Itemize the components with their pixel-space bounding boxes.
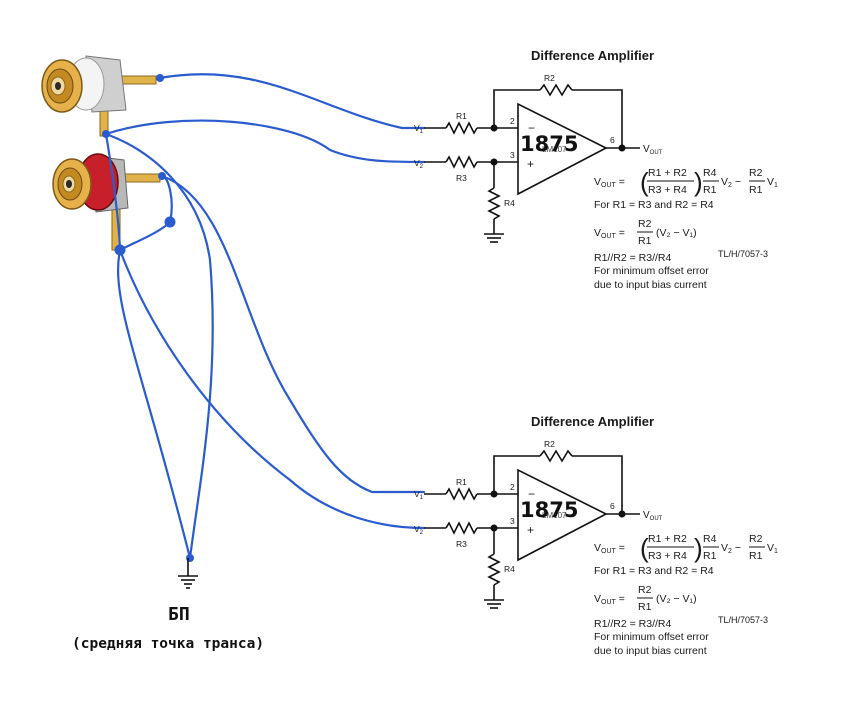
vout-label: VOUT bbox=[643, 510, 663, 522]
svg-text:R2: R2 bbox=[749, 167, 763, 179]
svg-text:V2 −: V2 − bbox=[721, 176, 741, 189]
condition-parallel: R1//R2 = R3//R4 bbox=[594, 252, 671, 264]
amp-title: Difference Amplifier bbox=[531, 414, 654, 429]
pin2-label: 2 bbox=[510, 482, 515, 492]
formula-vout-simplified: VOUT = R2 R1 (V₂ − V₁) bbox=[594, 584, 697, 613]
vout-label: VOUT bbox=[643, 144, 663, 156]
svg-text:R1: R1 bbox=[638, 601, 652, 613]
difference-amplifier-bottom: Difference Amplifier R2 V1 R1 2 V2 R3 3 … bbox=[414, 414, 778, 657]
svg-text:R1: R1 bbox=[749, 184, 763, 196]
svg-text:R4: R4 bbox=[703, 533, 717, 545]
chip-label: 1875 bbox=[520, 498, 578, 522]
chip-under-label: LM107 bbox=[542, 511, 567, 520]
svg-text:R1 + R2: R1 + R2 bbox=[648, 533, 687, 545]
v2-label: V2 bbox=[414, 524, 424, 536]
svg-text:VOUT =: VOUT = bbox=[594, 227, 625, 240]
reference-code: TL/H/7057-3 bbox=[718, 249, 768, 259]
condition-equal-resistors: For R1 = R3 and R2 = R4 bbox=[594, 199, 714, 211]
note-line-2: due to input bias current bbox=[594, 645, 707, 657]
amp-title: Difference Amplifier bbox=[531, 48, 654, 63]
svg-text:(: ( bbox=[640, 167, 649, 197]
svg-text:V1: V1 bbox=[767, 542, 778, 555]
condition-parallel: R1//R2 = R3//R4 bbox=[594, 618, 671, 630]
v1-label: V1 bbox=[414, 123, 424, 135]
note-line-1: For minimum offset error bbox=[594, 265, 709, 277]
v1-label: V1 bbox=[414, 489, 424, 501]
psu-ground-symbol bbox=[178, 558, 198, 589]
svg-text:R1: R1 bbox=[703, 550, 717, 562]
psu-label: БП bbox=[168, 604, 190, 625]
minus-sign: − bbox=[528, 121, 535, 135]
r2-label: R2 bbox=[544, 73, 555, 83]
reference-code: TL/H/7057-3 bbox=[718, 615, 768, 625]
r4-label: R4 bbox=[504, 198, 515, 208]
rca-connector-red bbox=[52, 153, 161, 251]
plus-sign: + bbox=[527, 157, 534, 171]
svg-text:R2: R2 bbox=[638, 584, 652, 596]
pin3-label: 3 bbox=[510, 516, 515, 526]
svg-text:(: ( bbox=[640, 533, 649, 563]
pin2-label: 2 bbox=[510, 116, 515, 126]
v2-label: V2 bbox=[414, 158, 424, 170]
svg-text:VOUT =: VOUT = bbox=[594, 593, 625, 606]
svg-text:R3 + R4: R3 + R4 bbox=[648, 184, 687, 196]
plus-sign: + bbox=[527, 523, 534, 537]
svg-text:R1: R1 bbox=[749, 550, 763, 562]
minus-sign: − bbox=[528, 487, 535, 501]
condition-equal-resistors: For R1 = R3 and R2 = R4 bbox=[594, 565, 714, 577]
r3-label: R3 bbox=[456, 539, 467, 549]
svg-text:R2: R2 bbox=[749, 533, 763, 545]
r1-label: R1 bbox=[456, 477, 467, 487]
svg-text:R1 + R2: R1 + R2 bbox=[648, 167, 687, 179]
pin6-label: 6 bbox=[610, 135, 615, 145]
svg-text:R1: R1 bbox=[638, 235, 652, 247]
pin3-label: 3 bbox=[510, 150, 515, 160]
r4-label: R4 bbox=[504, 564, 515, 574]
wiring bbox=[102, 73, 426, 562]
formula-vout: VOUT = ( R1 + R2 R3 + R4 ) R4 R1 V2 − R2… bbox=[594, 167, 778, 197]
chip-under-label: LM107 bbox=[542, 145, 567, 154]
chip-label: 1875 bbox=[520, 132, 578, 156]
svg-text:VOUT =: VOUT = bbox=[594, 176, 625, 189]
rca-connector-white bbox=[41, 55, 157, 137]
svg-text:): ) bbox=[694, 167, 703, 197]
r3-label: R3 bbox=[456, 173, 467, 183]
svg-text:V1: V1 bbox=[767, 176, 778, 189]
svg-text:VOUT =: VOUT = bbox=[594, 542, 625, 555]
note-line-1: For minimum offset error bbox=[594, 631, 709, 643]
r1-label: R1 bbox=[456, 111, 467, 121]
svg-text:(V₂ − V₁): (V₂ − V₁) bbox=[656, 593, 697, 605]
formula-vout-simplified: VOUT = R2 R1 (V₂ − V₁) bbox=[594, 218, 697, 247]
psu-caption: (средняя точка транса) bbox=[72, 636, 265, 652]
formula-vout: VOUT = ( R1 + R2 R3 + R4 ) R4 R1 V2 − R2… bbox=[594, 533, 778, 563]
svg-text:(V₂ − V₁): (V₂ − V₁) bbox=[656, 227, 697, 239]
svg-text:R3 + R4: R3 + R4 bbox=[648, 550, 687, 562]
svg-text:R1: R1 bbox=[703, 184, 717, 196]
r2-label: R2 bbox=[544, 439, 555, 449]
pin6-label: 6 bbox=[610, 501, 615, 511]
svg-text:): ) bbox=[694, 533, 703, 563]
difference-amplifier-top: Difference Amplifier R2 V1 R1 2 V2 R3 3 … bbox=[414, 48, 778, 291]
note-line-2: due to input bias current bbox=[594, 279, 707, 291]
svg-text:R4: R4 bbox=[703, 167, 717, 179]
svg-text:R2: R2 bbox=[638, 218, 652, 230]
svg-text:V2 −: V2 − bbox=[721, 542, 741, 555]
